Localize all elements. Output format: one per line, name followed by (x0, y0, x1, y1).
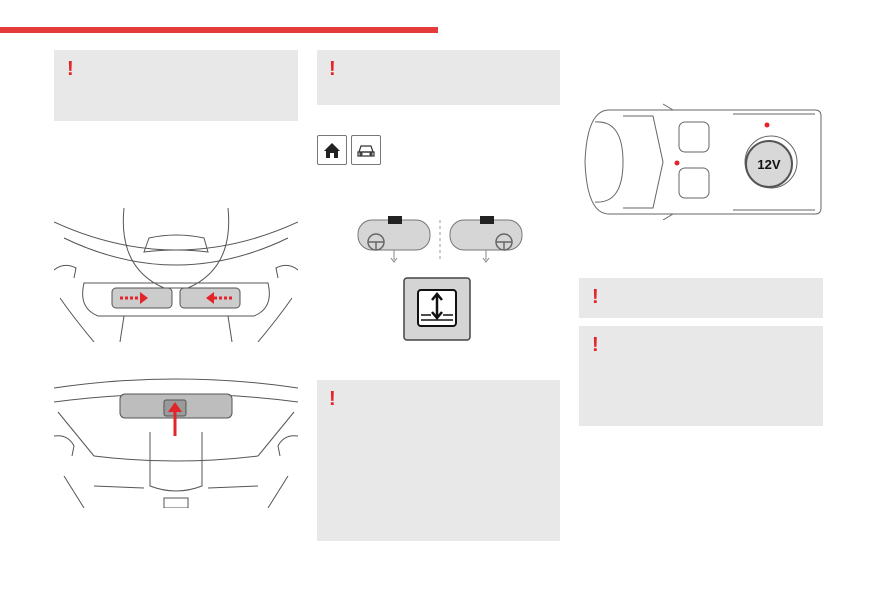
warning-box-2: ! (317, 50, 560, 105)
rear-view-mirror-illustration (54, 376, 298, 508)
12v-socket-label: 12V (757, 156, 781, 172)
car-icon (357, 145, 375, 157)
warning-exclamation-icon: ! (592, 286, 599, 308)
mirror-steering-illustration (354, 212, 528, 268)
vehicle-top-view-illustration: 12V (583, 100, 823, 220)
car-mode-button[interactable] (351, 135, 381, 165)
home-icon (324, 143, 340, 158)
warning-exclamation-icon: ! (329, 388, 336, 410)
warning-exclamation-icon: ! (329, 58, 336, 80)
12v-socket-icon: 12V (745, 140, 793, 188)
warning-box-5: ! (579, 326, 823, 426)
home-mode-button[interactable] (317, 135, 347, 165)
warning-exclamation-icon: ! (592, 334, 599, 356)
warning-box-1: ! (54, 50, 298, 121)
screen-adjust-icon (403, 277, 471, 341)
warning-box-4: ! (579, 278, 823, 318)
overhead-console-illustration (54, 208, 298, 342)
warning-box-3: ! (317, 380, 560, 541)
header-accent-bar (0, 27, 438, 33)
warning-exclamation-icon: ! (67, 58, 74, 80)
